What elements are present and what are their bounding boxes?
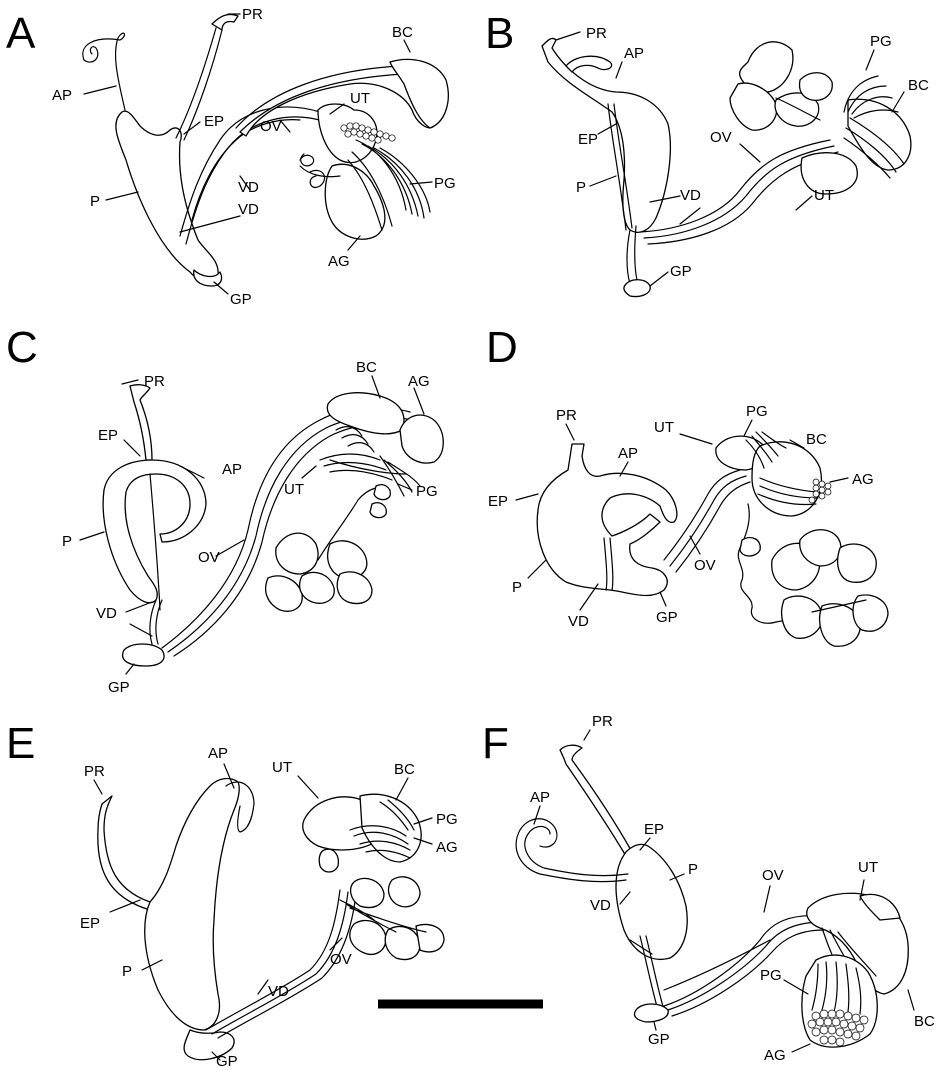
label-ut: UT [272,759,292,776]
label-bc: BC [356,359,377,376]
panel-e-drawing [98,779,444,1060]
label-vd: VD [96,605,117,622]
panel-b-leaders [556,32,904,286]
panel-b: B [485,9,929,297]
label-p: P [62,533,72,550]
label-ap: AP [624,45,644,62]
label-ut: UT [858,859,878,876]
panel-letter-b: B [485,9,514,58]
label-pg: PG [746,403,768,420]
label-ag: AG [852,471,874,488]
label-ov: OV [710,129,732,146]
label-pr: PR [84,763,105,780]
panel-a: A [6,6,456,308]
label-bc: BC [806,431,827,448]
label-ap: AP [530,789,550,806]
panel-e: E [6,719,543,1070]
label-pg: PG [416,483,438,500]
label-gp: GP [216,1053,238,1070]
label-ut: UT [350,90,370,107]
label-p: P [688,861,698,878]
label-pr: PR [242,6,263,23]
panel-letter-e: E [6,719,35,768]
label-vd-2: VD [238,201,259,218]
label-ag: AG [328,253,350,270]
panel-a-drawing [83,14,448,286]
label-vd: VD [590,897,611,914]
panel-e-labels: PR AP UT BC PG AG EP P OV VD GP [80,745,458,1070]
panel-letter-a: A [6,9,36,58]
label-pr: PR [586,25,607,42]
label-ov: OV [694,557,716,574]
label-gp: GP [656,609,678,626]
label-pr: PR [556,407,577,424]
label-bc: BC [914,1013,935,1030]
label-ut: UT [814,187,834,204]
panel-d-drawing [537,432,888,646]
label-pg: PG [436,811,458,828]
label-ag: AG [408,373,430,390]
panel-c: C [6,323,443,696]
label-pg: PG [870,33,892,50]
label-vd: VD [268,983,289,1000]
label-ep: EP [644,821,664,838]
panel-c-drawing [103,385,443,666]
label-pg: PG [760,967,782,984]
panel-b-drawing [542,38,911,296]
label-vd: VD [680,187,701,204]
panel-f-drawing [516,745,908,1047]
label-ov: OV [198,549,220,566]
panel-letter-d: D [486,323,518,372]
label-pr: PR [592,713,613,730]
label-p: P [90,193,100,210]
label-ep: EP [204,113,224,130]
label-gp: GP [230,291,252,308]
label-vd: VD [568,613,589,630]
label-ov: OV [762,867,784,884]
label-pr: PR [144,373,165,390]
label-ut: UT [654,419,674,436]
label-ep: EP [578,131,598,148]
panel-f: F [482,713,935,1064]
label-bc: BC [908,77,929,94]
label-ap: AP [222,461,242,478]
label-pg: PG [434,175,456,192]
panel-letter-f: F [482,719,509,768]
label-ep: EP [80,915,100,932]
label-p: P [122,963,132,980]
label-p: P [512,579,522,596]
label-ep: EP [488,493,508,510]
panel-d: D [486,323,888,646]
label-ep: EP [98,427,118,444]
label-ap: AP [618,445,638,462]
label-gp: GP [648,1031,670,1048]
label-gp: GP [670,263,692,280]
panel-letter-c: C [6,323,38,372]
label-ap: AP [208,745,228,762]
panel-a-labels: PR AP EP P BC UT OV VD VD PG AG GP [52,6,456,308]
label-ag: AG [764,1047,786,1064]
label-ov: OV [330,951,352,968]
label-ap: AP [52,87,72,104]
label-p: P [576,179,586,196]
label-gp: GP [108,679,130,696]
label-ov: OV [260,118,282,135]
label-bc: BC [392,24,413,41]
label-ag: AG [436,839,458,856]
label-vd: VD [238,179,259,196]
label-ut: UT [284,481,304,498]
label-bc: BC [394,761,415,778]
